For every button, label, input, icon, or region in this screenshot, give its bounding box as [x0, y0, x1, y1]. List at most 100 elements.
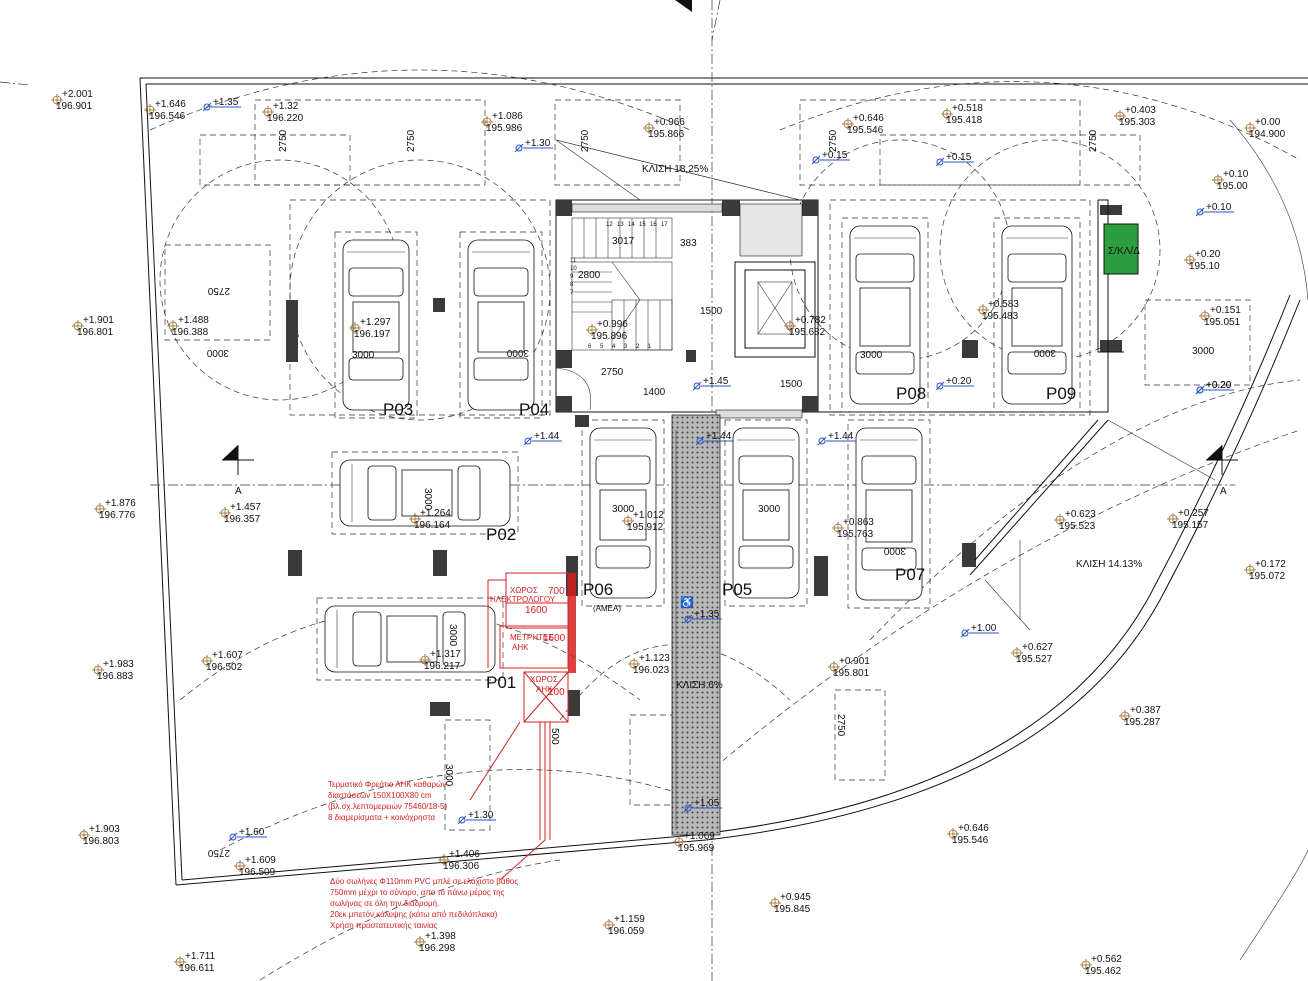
- design-level-value: +1.00: [971, 623, 997, 634]
- spot-level-absolute: 195.986: [486, 123, 523, 134]
- car-outline: [581, 419, 665, 607]
- parking-label-p03: P03: [383, 400, 413, 419]
- dimensions: 2800 3017 383 1500 1500 2750 1400 3000 3…: [206, 129, 1214, 858]
- dim-1500-b: 1500: [780, 379, 803, 390]
- note2-line5: Χρήση προστατευτικής ταινίας: [330, 921, 437, 930]
- spot-level-absolute: 196.883: [97, 671, 134, 682]
- car-outline: [334, 231, 418, 419]
- design-level: +1.60: [228, 827, 267, 842]
- parking-label-p08: P08: [896, 384, 926, 403]
- note2-line4: 20εκ μπετόν κάλυψης (κάτω από πεδιλόπλακ…: [330, 910, 498, 919]
- spot-level-value: +0.10: [1223, 169, 1249, 180]
- dim-2750-top5: 2750: [1088, 129, 1099, 152]
- ramp-strip: [671, 414, 721, 836]
- electrician-room-line2: ΗΛΕΚΤΡΟΛΟΓΟΥ: [490, 595, 556, 604]
- design-level: +1.35: [202, 97, 241, 112]
- stair-step-number: 10: [570, 266, 577, 272]
- meters-line1: ΜΕΤΡΗΤΕΣ: [510, 633, 553, 642]
- spot-level-absolute: 196.306: [443, 861, 480, 872]
- spot-level-value: +0.627: [1022, 642, 1053, 653]
- spot-level-absolute: 196.801: [77, 327, 114, 338]
- spot-level-absolute: 195.527: [1016, 654, 1053, 665]
- electrical-rooms: ΧΩΡΟΣ ΗΛΕΚΤΡΟΛΟΓΟΥ 700 1600 ΜΕΤΡΗΤΕΣ ΑΗΚ…: [469, 572, 576, 881]
- stair-step-number: 16: [650, 222, 657, 228]
- spot-levels: +2.001196.901+1.646196.546+1.32196.220+1…: [51, 89, 1286, 977]
- dim-383: 383: [680, 238, 697, 249]
- spot-level-value: +0.966: [654, 117, 685, 128]
- spot-level-absolute: 195.682: [789, 327, 826, 338]
- spot-level-absolute: 196.546: [149, 111, 186, 122]
- red-note-2: Δύο σωλήνες Φ110mm PVC μπλέ σε ελάχιστο …: [330, 877, 518, 930]
- stair-step-number: 9: [570, 274, 574, 280]
- design-level-value: +1.45: [703, 376, 729, 387]
- dim-3000-p09: 3000: [1033, 347, 1056, 358]
- spot-level-value: +0.646: [853, 113, 884, 124]
- dim-2750-top3: 2750: [580, 129, 591, 152]
- stair-step-number: 1: [648, 344, 652, 350]
- spot-level-value: +0.901: [839, 656, 870, 667]
- spot-level-value: +0.996: [597, 319, 628, 330]
- spot-level-absolute: 195.523: [1059, 521, 1096, 532]
- dim-1500-a: 1500: [700, 306, 723, 317]
- design-level: +0.15: [811, 150, 850, 165]
- slope-annotations: ΚΛΙΣΗ 18,25% ΚΛΙΣΗ 14.13% ΚΛΙΣΗ 6% (ΑΜΕΑ…: [555, 139, 1142, 691]
- parking-label-p04: P04: [519, 400, 549, 419]
- design-level-value: +1.35: [694, 609, 720, 620]
- note1-line4: 8 διαμερίσματα + κοινόχρηστα: [328, 813, 436, 822]
- spot-level-absolute: 196.901: [56, 101, 93, 112]
- spot-level-value: +0.00: [1255, 117, 1281, 128]
- spot-level-value: +1.646: [155, 99, 186, 110]
- design-level: +0.20: [935, 376, 974, 391]
- note1-line1: Τερματικό Φρεάτιο ΑΗΚ καθαρών: [328, 780, 446, 789]
- spot-level-absolute: 196.023: [633, 665, 670, 676]
- parking-label-p01: P01: [486, 673, 516, 692]
- design-level-value: +1.30: [525, 138, 551, 149]
- spot-level-absolute: 196.803: [83, 836, 120, 847]
- spot-level-absolute: 195.303: [1119, 117, 1156, 128]
- spot-level-absolute: 195.072: [1249, 571, 1286, 582]
- section-label-right: A: [1220, 486, 1227, 497]
- spot-level-value: +1.32: [273, 101, 299, 112]
- design-level-value: +1.05: [694, 798, 720, 809]
- spot-level-absolute: 195.866: [648, 129, 685, 140]
- spot-level-absolute: 195.969: [678, 843, 715, 854]
- section-markers: A A: [222, 0, 1238, 497]
- stair-step-number: 3: [624, 344, 628, 350]
- red-note-1: Τερματικό Φρεάτιο ΑΗΚ καθαρών διαστάσεων…: [328, 780, 447, 822]
- cars: [316, 217, 1081, 681]
- disabled-label: (ΑΜΕΑ): [593, 604, 621, 613]
- design-level: +1.30: [514, 138, 553, 153]
- design-level-value: +1.60: [239, 827, 265, 838]
- dim-1600-a: 1600: [525, 605, 548, 616]
- design-level: +1.44: [817, 431, 856, 446]
- design-level: +1.35: [683, 609, 722, 624]
- dim-500: 500: [549, 728, 560, 745]
- design-level: +0.20: [1195, 380, 1234, 395]
- dim-2750-top4: 2750: [828, 129, 839, 152]
- spot-level-value: +1.901: [83, 315, 114, 326]
- spot-level-value: +0.172: [1255, 559, 1286, 570]
